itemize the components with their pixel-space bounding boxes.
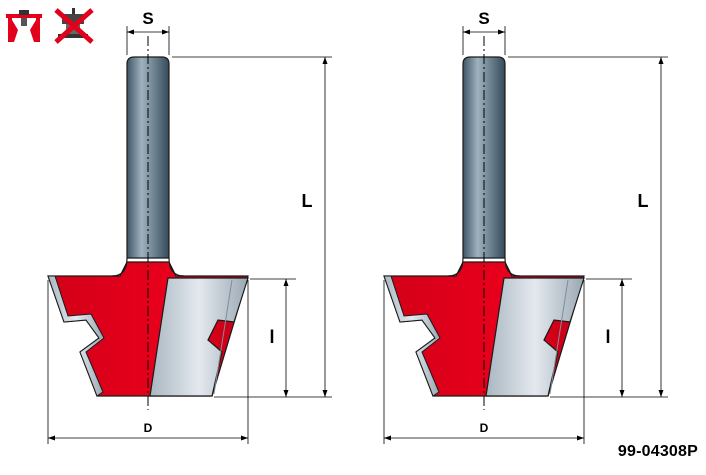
- carbide-edge-left: [47, 275, 105, 397]
- d-arrow-left: [384, 435, 391, 441]
- neck-fillet-left: [447, 257, 464, 277]
- cut-arrow-top: [283, 279, 289, 286]
- d-arrow-right: [577, 435, 584, 441]
- insert-edge-line: [549, 279, 569, 395]
- l-total-label: L: [302, 191, 313, 211]
- router-bit-figure-1: S LlD: [47, 9, 332, 444]
- no-handheld-router-icon: [52, 8, 96, 44]
- l-arrow-top: [322, 57, 328, 64]
- d-label: D: [480, 421, 489, 435]
- s-arrow-left: [127, 29, 134, 35]
- cut-arrow-top: [619, 279, 625, 286]
- carbide-insert-right: [149, 277, 249, 397]
- cut-arrow-bottom: [619, 390, 625, 397]
- cut-length-label: l: [605, 327, 610, 347]
- s-label: S: [478, 9, 489, 28]
- l-arrow-top: [658, 57, 664, 64]
- carbide-insert-right: [485, 277, 585, 397]
- router-bit-figure-2: S LlD: [383, 9, 668, 444]
- s-arrow-right: [498, 29, 505, 35]
- neck-fillet-right: [504, 257, 521, 277]
- s-arrow-right: [162, 29, 169, 35]
- neck-fillet-left: [111, 257, 128, 277]
- insert-edge-line: [213, 279, 233, 395]
- cut-arrow-bottom: [283, 390, 289, 397]
- s-arrow-left: [463, 29, 470, 35]
- s-label: S: [142, 9, 153, 28]
- d-label: D: [144, 421, 153, 435]
- neck-fillet-right: [168, 257, 185, 277]
- product-code: 99-04308P: [617, 443, 698, 460]
- router-table-icon: [4, 8, 44, 44]
- cut-length-label: l: [269, 327, 274, 347]
- l-total-label: L: [638, 191, 649, 211]
- carbide-edge-left: [383, 275, 441, 397]
- d-arrow-left: [48, 435, 55, 441]
- l-arrow-bottom: [658, 390, 664, 397]
- l-arrow-bottom: [322, 390, 328, 397]
- d-arrow-right: [241, 435, 248, 441]
